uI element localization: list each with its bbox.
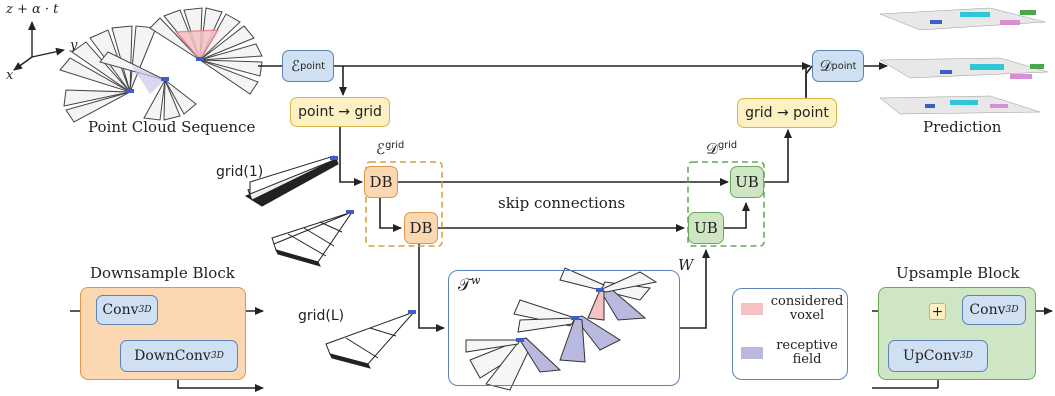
grid-encoder-sup: grid <box>385 140 405 151</box>
output-caption: Prediction <box>923 118 1002 136</box>
temporal-window-image <box>465 267 658 391</box>
grid-2-image <box>271 211 354 267</box>
add-node: + <box>929 303 946 320</box>
grid-to-point-box: grid → point <box>737 98 837 128</box>
upsample-conv-sub: 3D <box>1005 305 1019 315</box>
temporal-window-sup: w <box>471 274 481 287</box>
input-caption: Point Cloud Sequence <box>88 118 256 136</box>
up-block-1: UB <box>730 166 764 198</box>
point-cloud-sequence-image <box>59 7 263 123</box>
grid-decoder-label: 𝒟grid <box>706 140 737 158</box>
grid-1-image <box>244 155 339 207</box>
axis-label-y: y <box>70 38 78 53</box>
coordinate-axes <box>13 21 65 71</box>
legend-considered-swatch <box>741 303 763 315</box>
downsample-conv-sub: 3D <box>138 305 152 315</box>
down-block-1: DB <box>364 166 398 198</box>
upsample-conv-label: Conv <box>969 302 1006 318</box>
grid-decoder-symbol: 𝒟 <box>706 140 718 158</box>
grid-L-label: grid(L) <box>298 308 345 324</box>
downsample-downconv-sub: 3D <box>210 351 224 361</box>
temporal-window-box <box>448 270 680 386</box>
temporal-window-label: 𝒯w <box>458 274 481 296</box>
point-decoder-sup: point <box>831 60 857 72</box>
grid-L-image <box>325 311 415 369</box>
upsample-upconv-label: UpConv <box>903 348 960 364</box>
downsample-block-title: Downsample Block <box>90 264 235 282</box>
upsample-upconv-sub: 3D <box>959 351 973 361</box>
temporal-window-symbol: 𝒯 <box>458 275 472 296</box>
upsample-block-title: Upsample Block <box>896 264 1020 282</box>
legend: considered voxel receptive field <box>732 288 848 380</box>
downsample-conv-label: Conv <box>102 302 139 318</box>
up-block-2: UB <box>688 212 724 244</box>
grid-decoder-sup: grid <box>717 140 738 151</box>
point-to-grid-box: point → grid <box>290 97 390 127</box>
grid-1-label: grid(1) <box>216 164 264 180</box>
legend-receptive-label: receptive field <box>776 338 838 367</box>
legend-receptive-swatch <box>741 347 763 359</box>
legend-considered-label: considered voxel <box>770 294 844 323</box>
prediction-image <box>879 7 1049 115</box>
grid-encoder-symbol: ℰ <box>376 140 386 158</box>
grid-encoder-label: ℰgrid <box>376 140 404 158</box>
downsample-downconv-label: DownConv <box>134 348 211 364</box>
skip-connections-label: skip connections <box>498 194 626 212</box>
axis-label-z: z + α · t <box>6 2 59 17</box>
axis-label-x: x <box>6 68 14 83</box>
window-size-label: W <box>678 256 694 274</box>
down-block-2: DB <box>404 212 438 244</box>
point-encoder-sup: point <box>300 60 325 72</box>
point-decoder-symbol: 𝒟 <box>819 57 832 75</box>
point-encoder-symbol: ℰ <box>291 57 301 75</box>
